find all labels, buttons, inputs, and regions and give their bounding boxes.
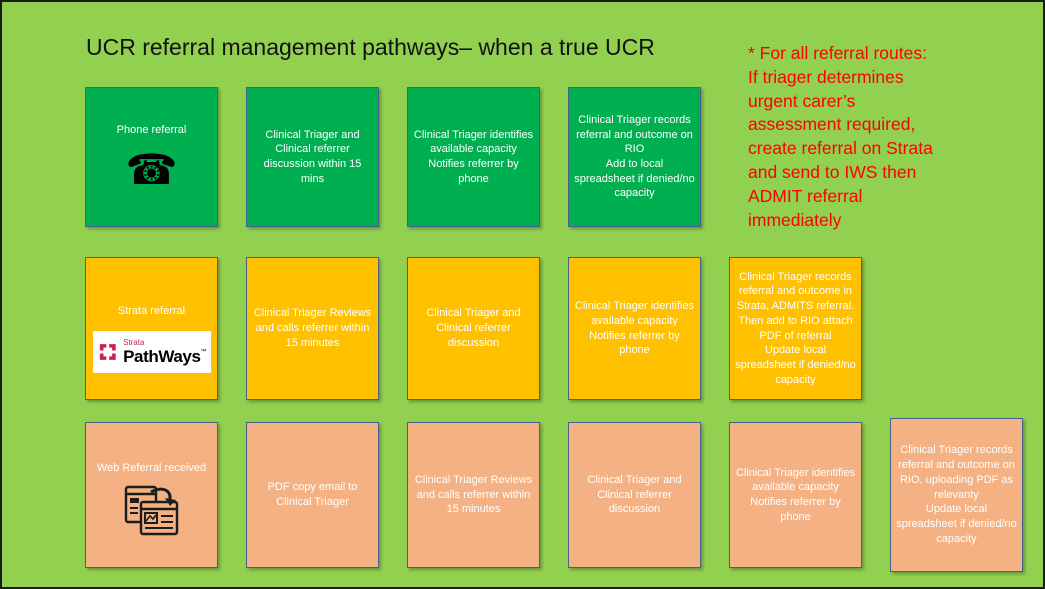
box-label: PDF copy email to Clinical Triager: [267, 481, 358, 508]
flow-box-identifies-capacity-phone: Clinical Triager identifies available ca…: [568, 257, 701, 400]
box-label: Clinical Triager records referral and ou…: [896, 444, 1017, 545]
flow-box-identifies-capacity-phone: Clinical Triager identifies available ca…: [407, 87, 540, 227]
referral-routes-note: * For all referral routes: If triager de…: [748, 43, 933, 230]
box-label: Web Referral received: [96, 461, 207, 474]
flow-box-phone-referral: Phone referral ☎: [85, 87, 218, 227]
flow-box-triager-referrer-discussion-15min: Clinical Triager and Clinical referrer d…: [246, 87, 379, 227]
flow-box-records-in-strata-admits: Clinical Triager records referral and ou…: [729, 257, 862, 400]
box-label: Clinical Triager records referral and ou…: [735, 270, 856, 386]
strata-pinwheel-icon: [99, 343, 116, 360]
box-label: Clinical Triager and Clinical referrer d…: [426, 307, 521, 349]
flow-box-records-on-rio-upload-pdf: Clinical Triager records referral and ou…: [890, 418, 1023, 572]
box-label: Phone referral: [116, 123, 187, 136]
box-label: Clinical Triager identifies available ca…: [413, 128, 534, 185]
box-label: Clinical Triager records referral and ou…: [574, 113, 695, 200]
flow-box-pdf-copy-email: PDF copy email to Clinical Triager: [246, 422, 379, 568]
box-label: Clinical Triager identifies available ca…: [574, 300, 695, 357]
web-form-icon: [124, 486, 178, 536]
flow-box-triager-referrer-discussion: Clinical Triager and Clinical referrer d…: [568, 422, 701, 568]
strata-pathways-logo: Strata PathWays ™: [92, 330, 211, 373]
box-label: Clinical Triager and Clinical referrer d…: [263, 128, 362, 185]
phone-icon: ☎: [125, 145, 178, 195]
box-label: Clinical Triager and Clinical referrer d…: [587, 473, 682, 516]
box-label: Clinical Triager Reviews and calls refer…: [253, 307, 372, 349]
page-title: UCR referral management pathways– when a…: [86, 34, 655, 60]
flow-box-identifies-capacity-phone: Clinical Triager identifies available ca…: [729, 422, 862, 568]
strata-logo-brand-small: Strata: [123, 337, 145, 347]
flow-box-web-referral-received: Web Referral received: [85, 422, 218, 568]
box-label: Strata referral: [117, 305, 186, 318]
flow-box-triager-referrer-discussion: Clinical Triager and Clinical referrer d…: [407, 257, 540, 400]
flow-box-reviews-calls-referrer-15min: Clinical Triager Reviews and calls refer…: [407, 422, 540, 568]
flow-box-records-on-rio: Clinical Triager records referral and ou…: [568, 87, 701, 227]
flow-box-strata-referral: Strata referral Strata PathWays ™: [85, 257, 218, 400]
strata-logo-brand-large: PathWays: [123, 346, 201, 366]
strata-logo-trademark: ™: [200, 348, 207, 355]
strata-logo-text: Strata PathWays ™: [123, 337, 207, 366]
box-label: Clinical Triager identifies available ca…: [735, 466, 856, 523]
box-label: Clinical Triager Reviews and calls refer…: [414, 473, 533, 516]
flow-box-reviews-calls-referrer-15min: Clinical Triager Reviews and calls refer…: [246, 257, 379, 400]
